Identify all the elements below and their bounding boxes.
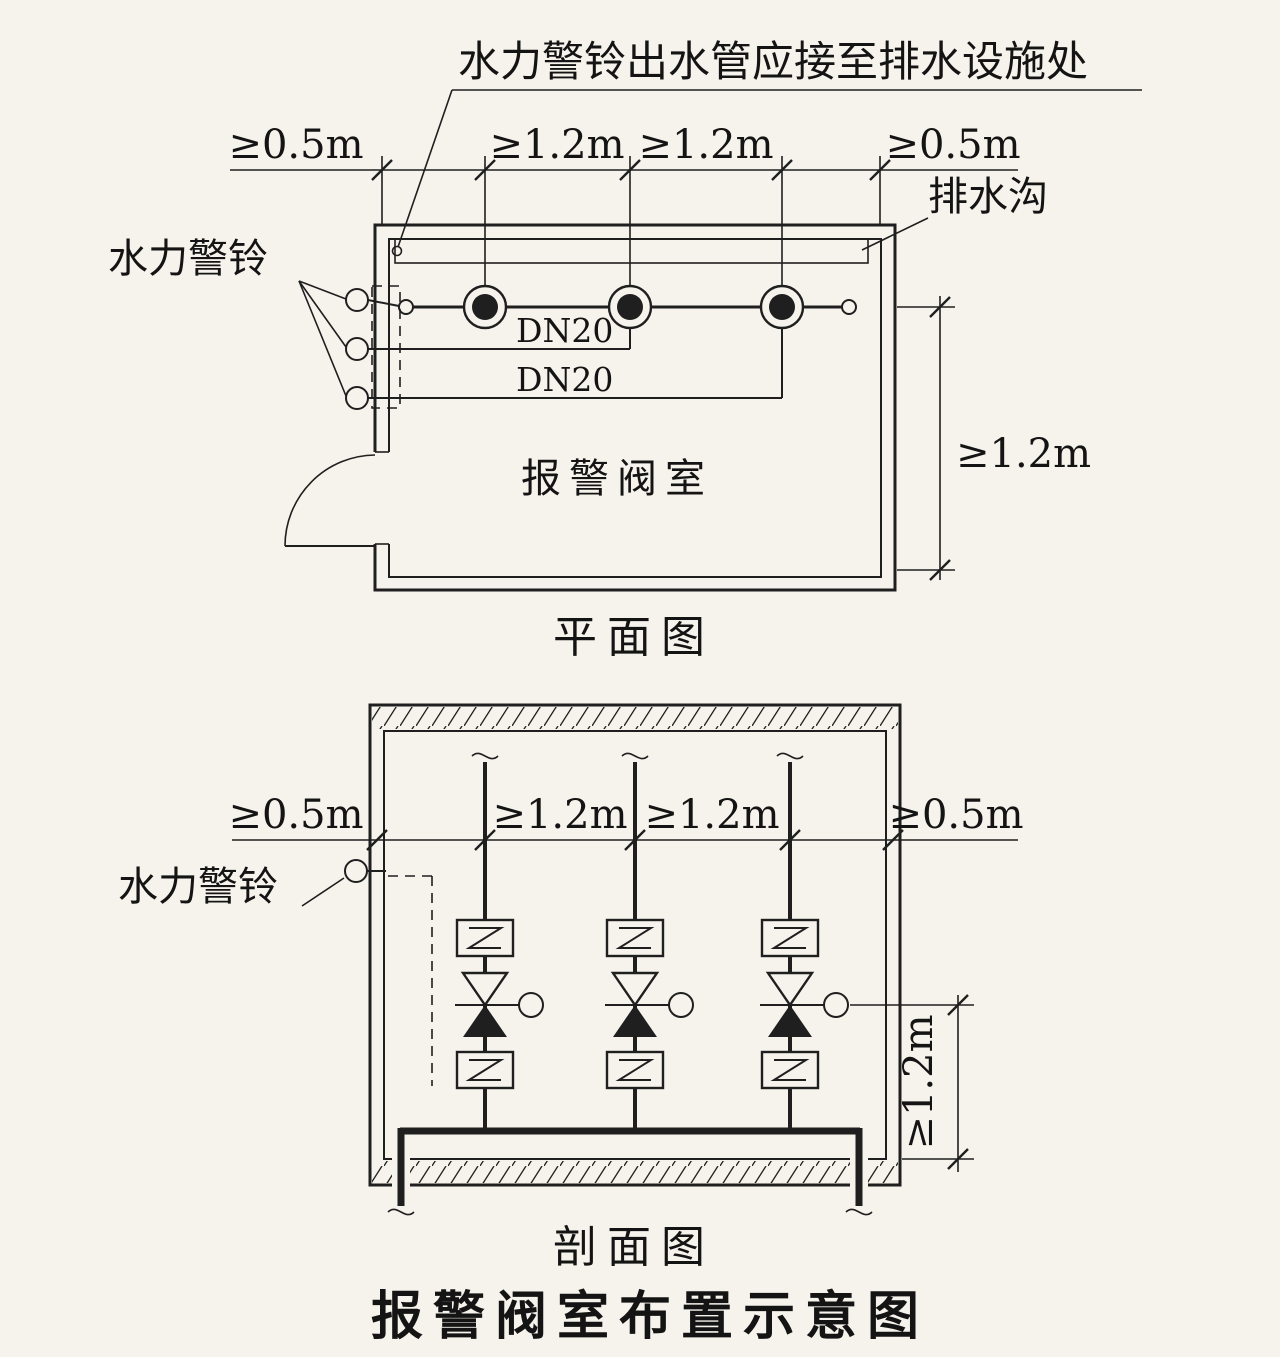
bell-icon bbox=[345, 386, 369, 410]
plan-dim-1.2-b: ≥1.2m bbox=[638, 122, 773, 168]
section-bell-leader bbox=[301, 877, 345, 907]
alarm-valve-assembly-1 bbox=[453, 918, 545, 1090]
plan-room-walls bbox=[371, 223, 897, 592]
alarm-valve-plan-1 bbox=[462, 284, 508, 330]
diagram-title: 报警阀室布置示意图 bbox=[371, 1286, 929, 1347]
pipe-break-icon bbox=[845, 1208, 873, 1216]
bell-recess-dashed-box bbox=[371, 285, 401, 409]
bell-icon bbox=[345, 337, 369, 361]
pipe-break-icon bbox=[471, 752, 499, 760]
plan-top-note: 水力警铃出水管应接至排水设施处 bbox=[458, 37, 1088, 86]
section-dim-0.5-left: ≥0.5m bbox=[228, 792, 363, 838]
bell-icon bbox=[345, 288, 369, 312]
alarm-valve-row bbox=[398, 284, 857, 330]
alarm-valve-assembly-2 bbox=[603, 918, 695, 1090]
plan-view: 水力警铃出水管应接至排水设施处 ≥0.5m ≥1.2m ≥1.2m ≥0.5m bbox=[108, 37, 1142, 663]
section-right-dimension: ≥1.2m bbox=[850, 993, 974, 1172]
drain-channel bbox=[394, 238, 869, 264]
bottom-manifold bbox=[387, 1127, 873, 1216]
drain-label-leader bbox=[861, 217, 929, 251]
plan-bell-leaders bbox=[298, 280, 347, 397]
plan-dim-right: ≥1.2m bbox=[956, 431, 1091, 477]
section-dim-right: ≥1.2m bbox=[896, 1014, 942, 1149]
room-label: 报警阀室 bbox=[521, 456, 713, 502]
plan-bell-label: 水力警铃 bbox=[108, 236, 268, 282]
pipe-break-icon bbox=[387, 1208, 415, 1216]
hydraulic-bells-plan bbox=[345, 285, 783, 410]
section-bell-label: 水力警铃 bbox=[118, 864, 278, 910]
ceiling-hatch bbox=[372, 707, 898, 729]
plan-caption: 平面图 bbox=[553, 612, 715, 663]
pipe-break-icon bbox=[621, 752, 649, 760]
hydraulic-bell-section bbox=[344, 859, 433, 1086]
door-symbol bbox=[284, 454, 376, 547]
section-room-walls bbox=[368, 703, 902, 1187]
plan-dim-0.5-right: ≥0.5m bbox=[885, 122, 1020, 168]
section-dim-0.5-right: ≥0.5m bbox=[888, 792, 1023, 838]
dn20-label-2: DN20 bbox=[516, 360, 613, 399]
alarm-valve-assembly-3 bbox=[758, 918, 850, 1090]
plan-top-dimension: ≥0.5m ≥1.2m ≥1.2m ≥0.5m bbox=[228, 122, 1021, 285]
plan-right-dimension: ≥1.2m bbox=[897, 295, 1091, 582]
section-dim-1.2-a: ≥1.2m bbox=[492, 792, 627, 838]
alarm-valve-plan-2 bbox=[607, 284, 653, 330]
plan-dim-0.5-left: ≥0.5m bbox=[228, 122, 363, 168]
plan-dim-1.2-a: ≥1.2m bbox=[489, 122, 624, 168]
drain-label: 排水沟 bbox=[928, 174, 1048, 220]
plan-top-note-leader bbox=[391, 89, 1142, 257]
alarm-valve-plan-3 bbox=[759, 284, 805, 330]
pipe-break-icon bbox=[776, 752, 804, 760]
section-view: ≥0.5m ≥1.2m ≥1.2m ≥0.5m 水力警铃 bbox=[118, 703, 1024, 1273]
section-caption: 剖面图 bbox=[553, 1222, 715, 1273]
bell-icon bbox=[344, 859, 368, 883]
section-top-dimension: ≥0.5m ≥1.2m ≥1.2m ≥0.5m bbox=[228, 792, 1024, 852]
dn20-label-1: DN20 bbox=[516, 311, 613, 350]
floor-hatch bbox=[372, 1161, 898, 1183]
section-dim-1.2-b: ≥1.2m bbox=[644, 792, 779, 838]
